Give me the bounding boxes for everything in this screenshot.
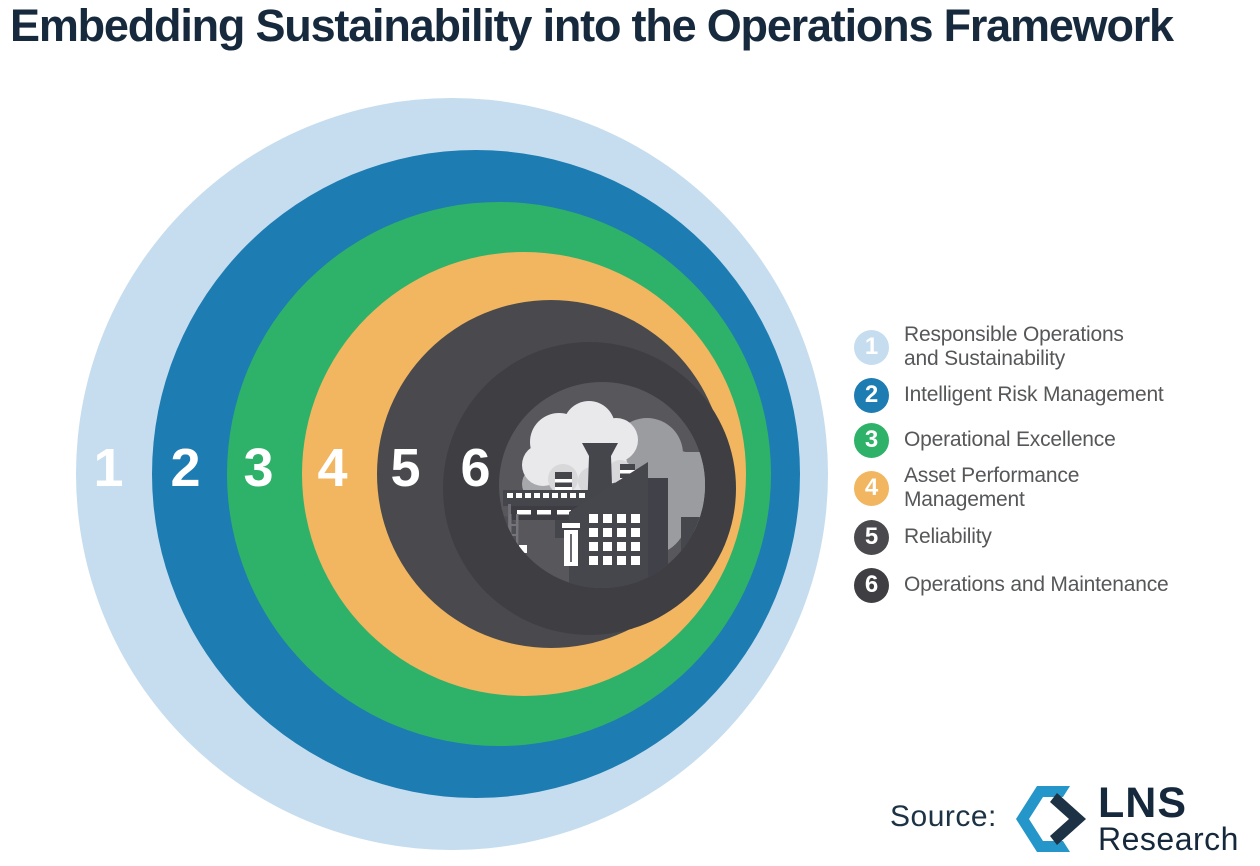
legend-badge-4: 4 <box>854 470 889 506</box>
ring-number-3: 3 <box>243 438 273 498</box>
ring-number-4: 4 <box>317 438 347 498</box>
legend-badge-6: 6 <box>854 567 889 603</box>
brand-subname: Research <box>1098 821 1239 857</box>
legend-label-2: Intelligent Risk Management <box>904 383 1164 406</box>
legend-item-1: 1 Responsible Operations and Sustainabil… <box>854 323 1149 370</box>
lns-logo-icon <box>1016 786 1086 852</box>
legend-item-2: 2 Intelligent Risk Management <box>854 377 1164 413</box>
legend-badge-3: 3 <box>854 422 889 458</box>
ring-number-6: 6 <box>460 438 490 498</box>
factory-smokestacks-icon <box>499 382 705 588</box>
source-label: Source: <box>890 800 997 833</box>
legend-label-3: Operational Excellence <box>904 428 1116 451</box>
legend-item-4: 4 Asset Performance Management <box>854 464 1184 511</box>
ring-number-5: 5 <box>390 438 420 498</box>
ring-number-2: 2 <box>170 438 200 498</box>
legend-item-6: 6 Operations and Maintenance <box>854 567 1169 603</box>
brand-name: LNS <box>1098 779 1187 827</box>
legend-item-3: 3 Operational Excellence <box>854 422 1116 458</box>
ring-number-1: 1 <box>93 438 123 498</box>
diagram-card: 1 2 3 4 5 6 1 Responsible Operations and… <box>76 98 1238 856</box>
brand-block: LNS Research <box>1098 781 1239 856</box>
legend-badge-2: 2 <box>854 377 889 413</box>
legend-label-6: Operations and Maintenance <box>904 573 1169 596</box>
legend-label-1: Responsible Operations and Sustainabilit… <box>904 323 1124 370</box>
legend-label-5: Reliability <box>904 525 992 548</box>
legend-badge-5: 5 <box>854 519 889 555</box>
page-title: Embedding Sustainability into the Operat… <box>10 0 1174 51</box>
legend-item-5: 5 Reliability <box>854 519 992 555</box>
legend-badge-1: 1 <box>854 329 889 365</box>
legend-label-4: Asset Performance Management <box>904 464 1080 511</box>
